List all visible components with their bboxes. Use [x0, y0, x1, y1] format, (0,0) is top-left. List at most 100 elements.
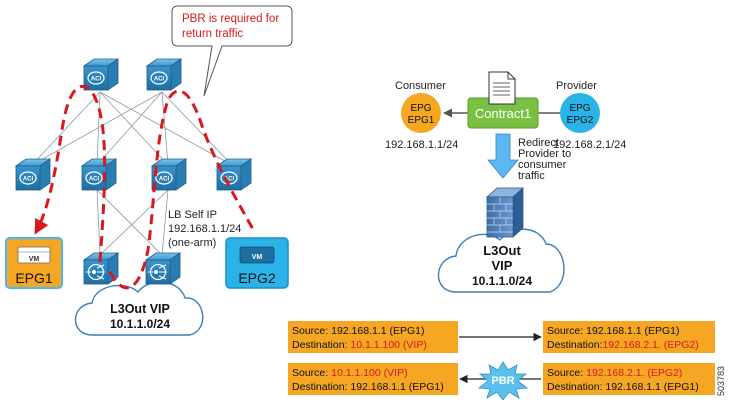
svg-text:PBR: PBR [491, 375, 514, 387]
svg-text:10.1.1.0/24: 10.1.1.0/24 [472, 274, 532, 288]
svg-text:EPG1: EPG1 [15, 270, 53, 286]
load-balancer-2 [145, 252, 181, 285]
svg-text:Contract1: Contract1 [475, 106, 531, 121]
contract-document-icon [488, 71, 516, 105]
row1-left-source: 192.168.1.1 (EPG1) [331, 325, 424, 337]
provider-label: Provider [556, 80, 597, 92]
redirect-line2: Provider to [518, 148, 571, 160]
svg-text:return traffic: return traffic [182, 28, 243, 40]
right-cloud-line1: L3Out [483, 243, 521, 258]
svg-text:Source: 192.168.1.1 (EPG1): Source: 192.168.1.1 (EPG1) [547, 325, 680, 337]
row2-left-source: 10.1.1.100 (VIP) [331, 367, 407, 379]
row1-left-dest-prefix: Destination: [292, 339, 350, 351]
row1-right-dest: 192.168.2.1. (EPG2) [602, 339, 698, 351]
forward-traffic-path-epg2 [108, 89, 257, 290]
svg-text:PBR is required for: PBR is required for [182, 13, 279, 25]
epg1-vm-label: VM [29, 256, 40, 263]
svg-text:traffic: traffic [518, 170, 545, 182]
svg-text:LB Self IP: LB Self IP [168, 209, 217, 221]
svg-text:EPG: EPG [569, 103, 590, 114]
right-cloud-line3: 10.1.1.0/24 [472, 274, 532, 288]
lb-label-line2: 192.168.1.1/24 [168, 223, 241, 235]
svg-text:Destination: 192.168.1.1 (EPG1: Destination: 192.168.1.1 (EPG1) [547, 381, 699, 393]
row1-right-source: 192.168.1.1 (EPG1) [586, 325, 679, 337]
row1-right-source-prefix: Source: [547, 325, 586, 337]
callout-line2: return traffic [182, 28, 243, 40]
row2-right-dest: 192.168.1.1 (EPG1) [605, 381, 698, 393]
leaf-switch-4 [216, 158, 252, 191]
epg2-vm-label: VM [252, 254, 263, 261]
svg-text:EPG2: EPG2 [238, 270, 276, 286]
svg-text:VM: VM [252, 254, 263, 261]
svg-text:consumer: consumer [518, 159, 567, 171]
epg2-endpoint: VM EPG2 [225, 237, 289, 289]
return-traffic-path-epg1 [34, 85, 107, 263]
redirect-line4: traffic [518, 170, 545, 182]
svg-text:192.168.1.1/24: 192.168.1.1/24 [385, 139, 458, 151]
svg-text:Provider to: Provider to [518, 148, 571, 160]
svg-text:192.168.1.1/24: 192.168.1.1/24 [168, 223, 241, 235]
spine-switch-2 [146, 58, 182, 91]
row2-right-source-prefix: Source: [547, 367, 586, 379]
firewall-icon [485, 187, 525, 238]
redirect-line3: consumer [518, 159, 567, 171]
lb-label-line3: (one-arm) [168, 237, 216, 249]
epg1-endpoint: VM EPG1 [4, 236, 64, 290]
svg-text:Destination: 10.1.1.100 (VIP): Destination: 10.1.1.100 (VIP) [292, 339, 427, 351]
consumer-epg-line1: EPG [410, 103, 431, 114]
pbr-starburst: PBR [477, 361, 529, 401]
row2-right-source: 192.168.2.1. (EPG2) [586, 367, 682, 379]
row2-right-dest-prefix: Destination: [547, 381, 605, 393]
leaf-switch-2 [81, 158, 117, 191]
provider-epg-node: EPG EPG2 [560, 93, 600, 133]
svg-text:Destination:192.168.2.1. (EPG2: Destination:192.168.2.1. (EPG2) [547, 339, 699, 351]
left-cloud-line2: 10.1.1.0/24 [110, 317, 170, 331]
svg-text:Redirect: Redirect [518, 137, 559, 149]
svg-text:VM: VM [29, 256, 40, 263]
callout-line1: PBR is required for [182, 13, 279, 25]
row2-left-dest-prefix: Destination: [292, 381, 350, 393]
left-cloud-line1: L3Out VIP [110, 302, 170, 316]
provider-ip: 192.168.2.1/24 [553, 139, 626, 151]
leaf-switch-1 [15, 158, 51, 191]
svg-text:Destination: 192.168.1.1 (EPG1: Destination: 192.168.1.1 (EPG1) [292, 381, 444, 393]
contract-label: Contract1 [475, 106, 531, 121]
flow-box-row1-left: Source: 192.168.1.1 (EPG1) Destination: … [288, 321, 458, 353]
svg-text:Source: 192.168.2.1. (EPG2): Source: 192.168.2.1. (EPG2) [547, 367, 682, 379]
svg-text:L3Out VIP: L3Out VIP [110, 302, 170, 316]
figure-id: 503783 [716, 366, 726, 396]
row2-left-source-prefix: Source: [292, 367, 331, 379]
consumer-ip: 192.168.1.1/24 [385, 139, 458, 151]
right-l3out-cloud [437, 228, 565, 293]
flow-box-row1-right: Source: 192.168.1.1 (EPG1) Destination:1… [543, 321, 715, 353]
svg-text:192.168.2.1/24: 192.168.2.1/24 [553, 139, 626, 151]
pbr-callout: PBR is required for return traffic [171, 5, 293, 97]
pbr-label: PBR [491, 375, 514, 387]
consumer-epg-line2: EPG1 [408, 115, 435, 126]
leaf-switch-3 [151, 158, 187, 191]
svg-text:EPG2: EPG2 [567, 115, 594, 126]
consumer-epg-node: EPG EPG1 [401, 93, 441, 133]
svg-text:L3Out: L3Out [483, 243, 521, 258]
left-l3out-cloud [75, 281, 204, 336]
provider-epg-line2: EPG2 [567, 115, 594, 126]
svg-text:EPG: EPG [410, 103, 431, 114]
flow-box-row2-left: Source: 10.1.1.100 (VIP) Destination: 19… [288, 363, 458, 395]
row1-left-dest: 10.1.1.100 (VIP) [350, 339, 426, 351]
epg1-label: EPG1 [15, 270, 53, 286]
right-cloud-line2: VIP [492, 258, 513, 273]
svg-text:EPG1: EPG1 [408, 115, 435, 126]
redirect-arrow [487, 133, 519, 179]
row1-right-dest-prefix: Destination: [547, 339, 602, 351]
epg2-label: EPG2 [238, 270, 276, 286]
svg-text:Consumer: Consumer [395, 80, 446, 92]
spine-switch-1 [83, 58, 119, 91]
lb-label-line1: LB Self IP [168, 209, 217, 221]
svg-text:Provider: Provider [556, 80, 597, 92]
svg-text:10.1.1.0/24: 10.1.1.0/24 [110, 317, 170, 331]
svg-text:Source: 192.168.1.1 (EPG1): Source: 192.168.1.1 (EPG1) [292, 325, 425, 337]
svg-text:503783: 503783 [716, 366, 726, 396]
flow-box-row2-right: Source: 192.168.2.1. (EPG2) Destination:… [543, 363, 715, 395]
svg-text:VIP: VIP [492, 258, 513, 273]
consumer-label: Consumer [395, 80, 446, 92]
